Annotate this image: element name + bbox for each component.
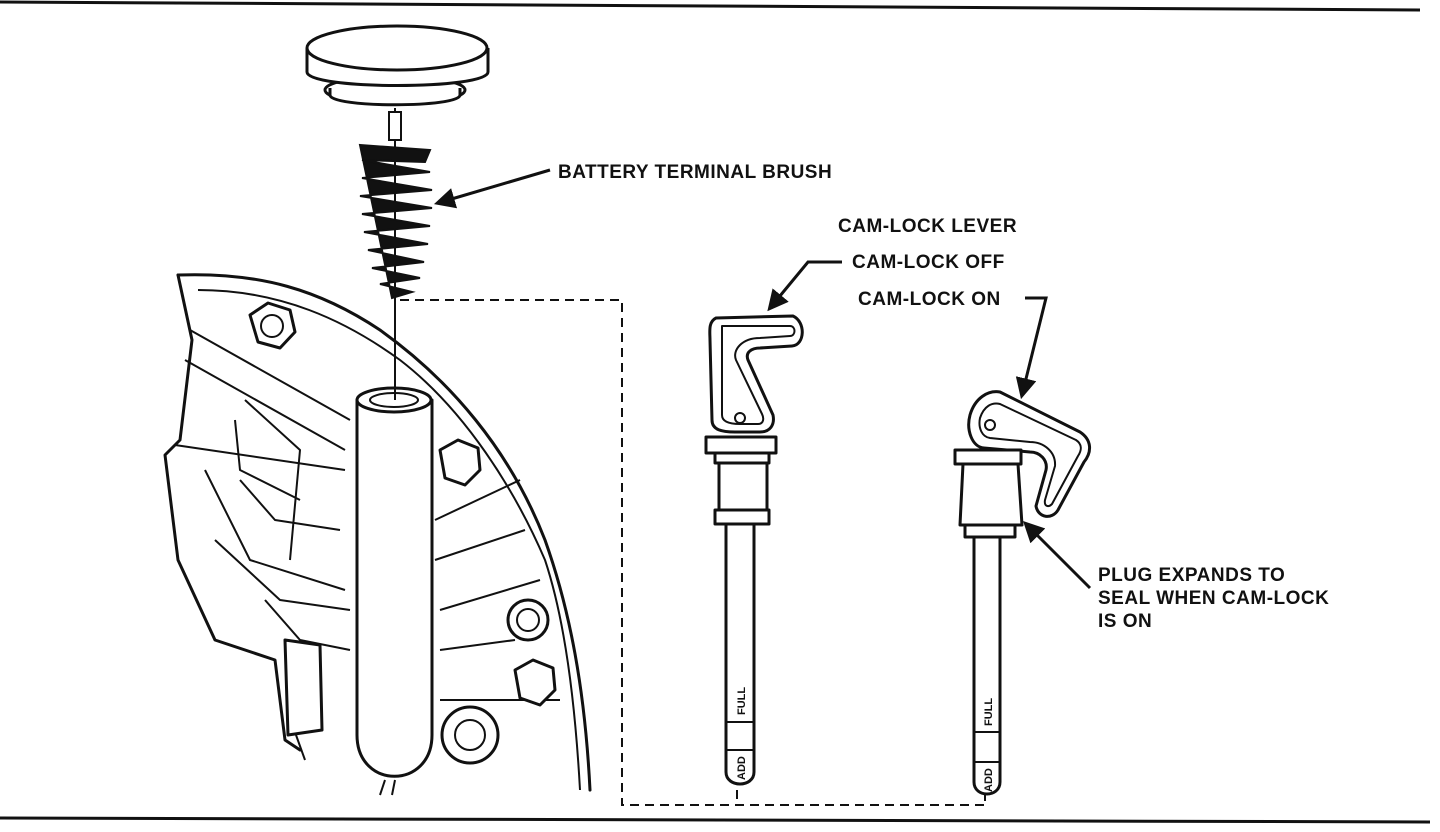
plug-expands-label-line2: SEAL WHEN CAM-LOCK bbox=[1098, 588, 1329, 609]
plug-expands-label-line1: PLUG EXPANDS TO bbox=[1098, 565, 1285, 586]
transmission-housing bbox=[163, 273, 592, 796]
battery-terminal-brush bbox=[305, 24, 490, 400]
cam-lock-on-leader bbox=[1015, 296, 1048, 400]
battery-brush-leader bbox=[433, 168, 551, 209]
plug-expands-leader bbox=[1023, 521, 1092, 590]
top-border-line bbox=[0, 0, 1421, 12]
dipstick-left-full-text: FULL bbox=[736, 687, 748, 715]
fill-tube bbox=[355, 386, 434, 778]
dipstick-left-add-text: ADD bbox=[736, 756, 748, 780]
battery-terminal-brush-label: BATTERY TERMINAL BRUSH bbox=[558, 162, 832, 183]
cam-lock-on-label: CAM-LOCK ON bbox=[858, 289, 1001, 310]
dipstick-cam-lock-off: FULL ADD bbox=[704, 314, 804, 786]
bottom-border-line bbox=[0, 816, 1431, 824]
dipstick-right-add-text: ADD bbox=[983, 768, 995, 792]
cam-lock-off-leader bbox=[767, 260, 842, 312]
dipstick-right-full-text: FULL bbox=[983, 698, 995, 726]
dashed-connector bbox=[400, 299, 990, 806]
plug-expands-label-line3: IS ON bbox=[1098, 611, 1152, 632]
cam-lock-off-label: CAM-LOCK OFF bbox=[852, 252, 1005, 273]
dipstick-cam-lock-on: FULL ADD bbox=[953, 390, 1091, 796]
cam-lock-lever-label: CAM-LOCK LEVER bbox=[838, 216, 1017, 237]
